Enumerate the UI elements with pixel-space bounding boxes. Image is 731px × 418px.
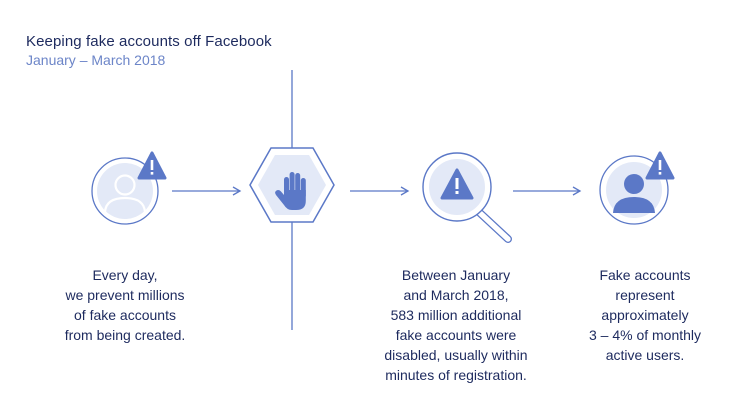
caption-line: Every day, (92, 267, 158, 283)
warning-triangle-icon (645, 151, 675, 180)
page-title: Keeping fake accounts off Facebook (26, 33, 272, 50)
warning-triangle-icon (440, 168, 474, 200)
caption-line: approximately (601, 307, 689, 323)
caption-line: represent (615, 287, 675, 303)
caption-line: 3 – 4% of monthly (588, 327, 702, 343)
caption-line: Between January (401, 267, 511, 283)
caption-line: of fake accounts (74, 307, 176, 323)
caption-line: and March 2018, (403, 287, 509, 303)
active-user-warning-icon (599, 151, 675, 225)
caption-line: Fake accounts (599, 267, 691, 283)
stop-hand-icon (249, 147, 335, 223)
caption-line: disabled, usually within (384, 347, 528, 363)
caption-line: minutes of registration. (385, 367, 527, 383)
warning-triangle-icon (137, 151, 167, 180)
user-warning-icon (91, 151, 167, 225)
caption-line: we prevent millions (65, 287, 185, 303)
caption-line: 583 million additional (390, 307, 522, 323)
caption-disabled: Between January and March 2018, 583 mill… (370, 265, 542, 385)
caption-represent: Fake accounts represent approximately 3 … (570, 265, 720, 365)
caption-prevent: Every day, we prevent millions of fake a… (40, 265, 210, 345)
caption-line: fake accounts were (395, 327, 517, 343)
page-subtitle: January – March 2018 (26, 52, 166, 68)
magnifier-warning-icon (422, 152, 513, 244)
caption-line: active users. (605, 347, 685, 363)
caption-line: from being created. (64, 327, 186, 343)
